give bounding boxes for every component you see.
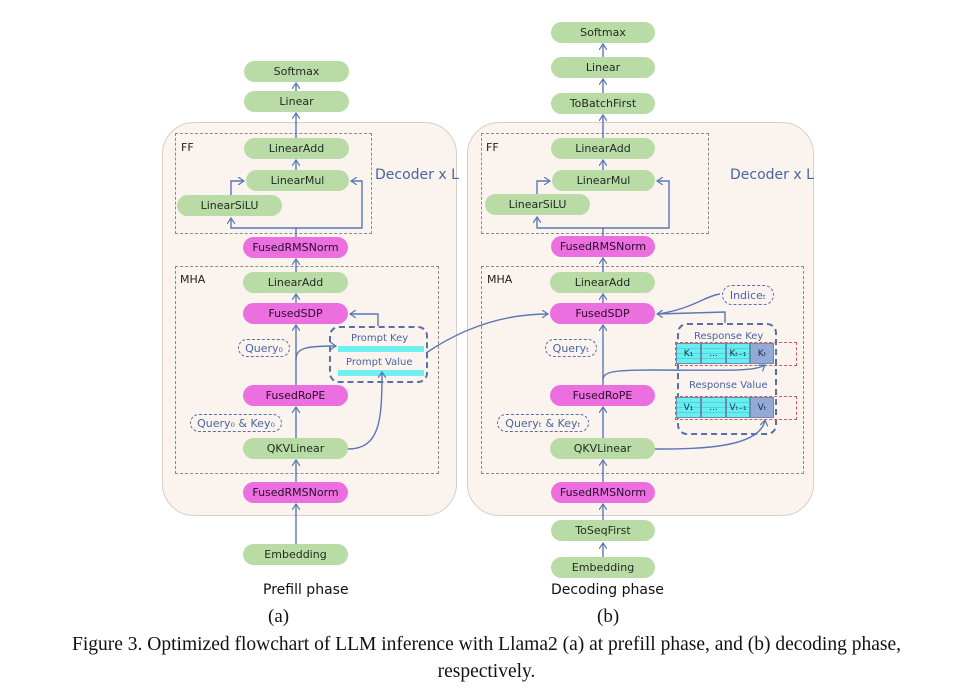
decoding-decoder-label: Decoder x L [730, 167, 814, 183]
figure-caption-line1: Figure 3. Optimized flowchart of LLM inf… [72, 634, 901, 655]
current-key-cell: Kₜ [750, 343, 774, 364]
prefill-softmax-node: Softmax [244, 61, 349, 82]
decoding-softmax-node: Softmax [551, 22, 655, 43]
decoding-response-key-label: Response Key [694, 331, 764, 342]
decoding-ff-label: FF [486, 141, 499, 154]
decoding-linear-node: Linear [551, 57, 655, 78]
prefill-prompt-value-label: Prompt Value [346, 357, 413, 368]
figure-caption-line2: respectively. [437, 661, 536, 682]
prefill-prompt-value-bar [338, 370, 424, 376]
decoding-key-append-slot [675, 342, 797, 366]
decoding-response-value-label: Response Value [689, 380, 768, 391]
prefill-phase-label: Prefill phase [263, 582, 349, 598]
prefill-embedding-node: Embedding [243, 544, 348, 565]
decoding-rmsnorm-top-node: FusedRMSNorm [551, 236, 655, 257]
decoding-indice-annotation: Indiceₜ [722, 285, 774, 305]
decoding-mha-label: MHA [487, 273, 513, 286]
decoding-mha-linearadd-node: LinearAdd [550, 272, 655, 293]
decoding-toseqfirst-node: ToSeqFirst [551, 520, 655, 541]
prefill-ff-linearadd-node: LinearAdd [244, 138, 349, 159]
decoding-mha-group [481, 266, 804, 474]
prefill-query-key-annotation: Query₀ & Key₀ [190, 414, 282, 432]
decoding-embedding-node: Embedding [551, 557, 655, 578]
prefill-decoder-label: Decoder x L [375, 167, 459, 183]
decoding-linearsilu-node: LinearSiLU [485, 194, 590, 215]
prefill-prompt-key-bar [338, 346, 424, 352]
current-value-cell: Vₜ [750, 397, 774, 418]
decoding-tobatchfirst-node: ToBatchFirst [551, 93, 655, 114]
decoding-query-key-annotation: Queryₜ & Keyₜ [497, 414, 589, 432]
value-cell: ... [701, 397, 726, 418]
prefill-qkvlinear-node: QKVLinear [243, 438, 348, 459]
decoding-fusedsdp-node: FusedSDP [550, 303, 655, 324]
prefill-fusedsdp-node: FusedSDP [243, 303, 348, 324]
decoding-sub-label: (b) [597, 606, 620, 627]
decoding-qkvlinear-node: QKVLinear [550, 438, 655, 459]
decoding-rmsnorm-bottom-node: FusedRMSNorm [551, 482, 655, 503]
decoding-response-key-row: K₁ ... Kₜ₋₁ Kₜ [676, 343, 774, 364]
prefill-rmsnorm-top-node: FusedRMSNorm [243, 237, 348, 258]
decoding-ff-linearadd-node: LinearAdd [551, 138, 655, 159]
decoding-response-value-row: V₁ ... Vₜ₋₁ Vₜ [676, 397, 774, 418]
key-cell: K₁ [676, 343, 701, 364]
prefill-fusedrope-node: FusedRoPE [243, 385, 348, 406]
prefill-rmsnorm-bottom-node: FusedRMSNorm [243, 482, 348, 503]
prefill-mha-group [175, 266, 439, 474]
prefill-linearsilu-node: LinearSiLU [177, 195, 282, 216]
value-cell: Vₜ₋₁ [726, 397, 750, 418]
prefill-linear-node: Linear [244, 91, 349, 112]
prefill-mha-linearadd-node: LinearAdd [243, 272, 348, 293]
prefill-prompt-key-label: Prompt Key [351, 333, 409, 344]
key-cell: ... [701, 343, 726, 364]
value-cell: V₁ [676, 397, 701, 418]
key-cell: Kₜ₋₁ [726, 343, 750, 364]
decoding-value-append-slot [675, 396, 797, 420]
prefill-linearmul-node: LinearMul [246, 170, 349, 191]
prefill-mha-label: MHA [180, 273, 206, 286]
prefill-query-annotation: Query₀ [238, 339, 290, 357]
decoding-phase-label: Decoding phase [551, 582, 664, 598]
prefill-ff-label: FF [181, 141, 194, 154]
prefill-sub-label: (a) [268, 606, 290, 627]
decoding-linearmul-node: LinearMul [552, 170, 655, 191]
decoding-query-annotation: Queryₜ [545, 339, 597, 357]
decoding-fusedrope-node: FusedRoPE [550, 385, 655, 406]
